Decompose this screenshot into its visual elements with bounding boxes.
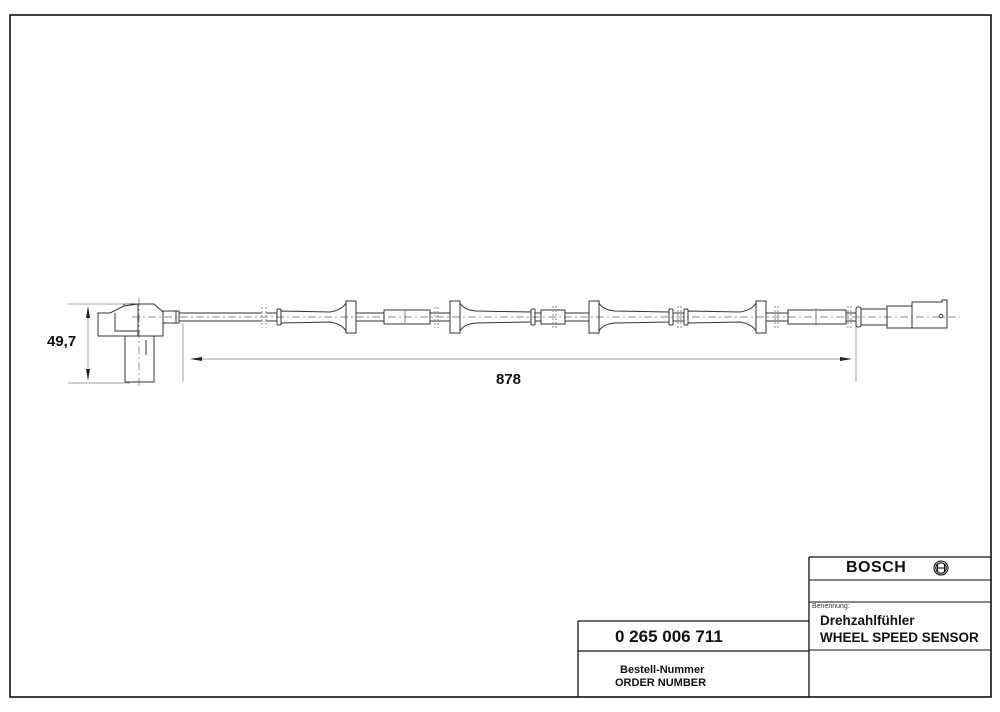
length-dimension <box>182 323 857 382</box>
length-arrow-left <box>190 357 202 361</box>
height-dimension-label: 49,7 <box>47 333 77 350</box>
cable <box>179 299 948 334</box>
designation-caption: Benennung: <box>812 603 850 610</box>
order-label-german: Bestell-Nummer <box>620 664 705 676</box>
part-number: 0 265 006 711 <box>615 627 723 646</box>
length-dimension-label: 878 <box>496 371 522 388</box>
designation-german: Drehzahlfühler <box>820 613 915 628</box>
brand-name: BOSCH <box>846 559 907 576</box>
bosch-logo-icon <box>933 560 949 576</box>
designation-english: WHEEL SPEED SENSOR <box>820 630 979 645</box>
length-arrow-right <box>840 357 852 361</box>
order-label-english: ORDER NUMBER <box>615 677 707 689</box>
title-block <box>577 556 991 697</box>
height-dimension <box>68 303 130 384</box>
dim-arrow-up <box>86 306 90 318</box>
head-centerlines <box>132 298 960 388</box>
sheet-border <box>9 14 992 698</box>
sensor-head <box>97 303 180 383</box>
dim-arrow-down <box>86 369 90 381</box>
